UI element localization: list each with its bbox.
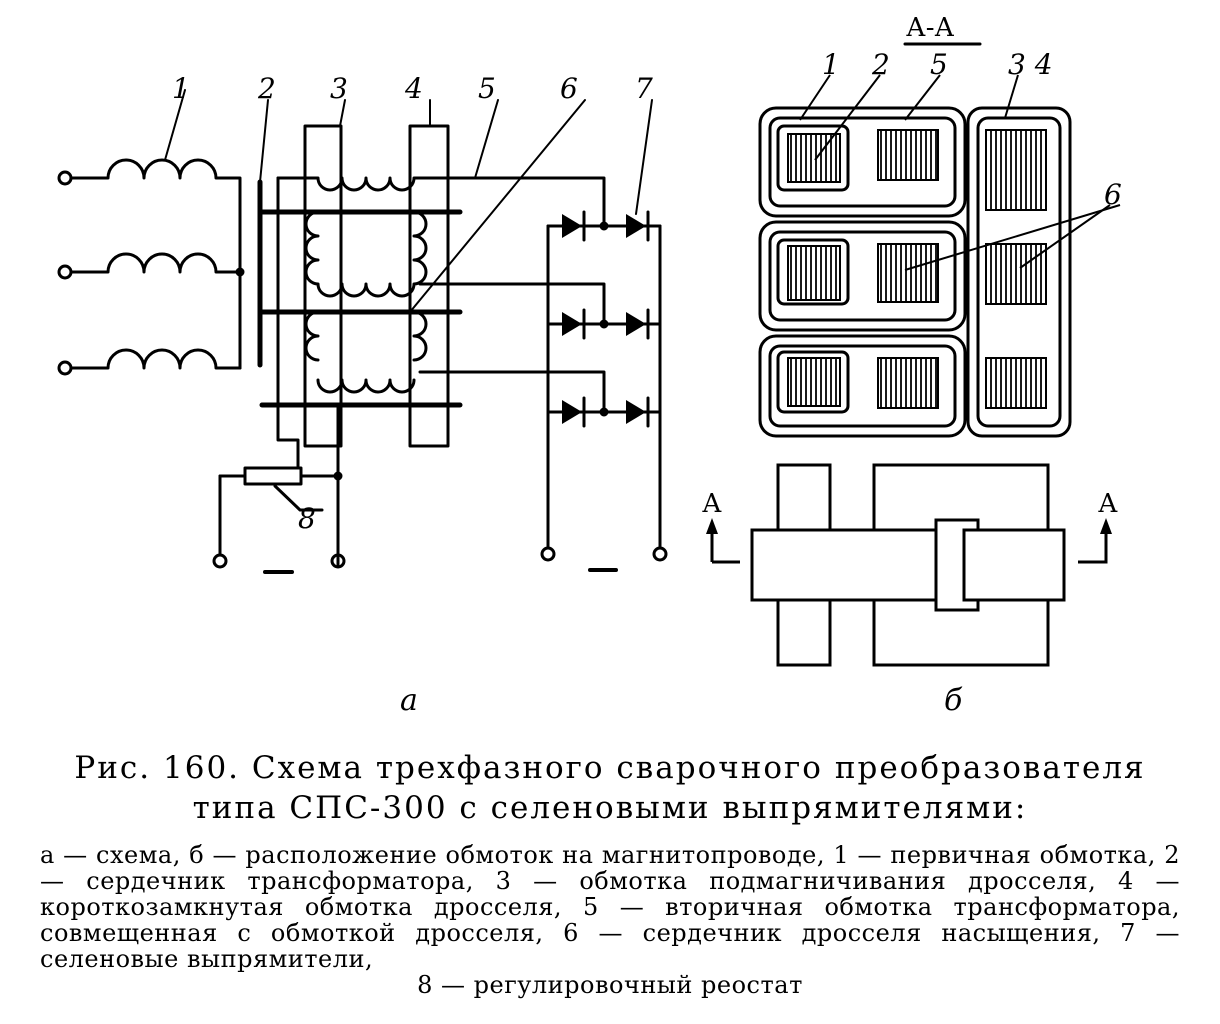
output-terminal-plus[interactable] — [652, 546, 668, 562]
converter-diagram: 1 2 3 4 5 6 7 8 А-А 1 2 5 3 4 6 А А а б — [57, 13, 1122, 718]
caption-legend-main: а — схема, б — расположение обмоток на м… — [40, 841, 1180, 973]
section-mark-right: А — [1098, 489, 1118, 519]
label-1: 1 — [172, 72, 190, 105]
label-2: 2 — [257, 72, 276, 105]
caption-title-line1: Рис. 160. Схема трехфазного сварочного п… — [74, 750, 1146, 786]
choke-core-right — [408, 124, 450, 448]
section-label-1: 1 — [822, 48, 840, 81]
choke-core-left — [303, 124, 343, 448]
caption-title: Рис. 160. Схема трехфазного сварочного п… — [40, 748, 1180, 828]
section-label-5: 5 — [930, 48, 948, 81]
label-3: 3 — [330, 72, 348, 105]
caption-legend: а — схема, б — расположение обмоток на м… — [40, 842, 1180, 998]
section-label-34: 3 4 — [1008, 48, 1053, 81]
caption-legend-last: 8 — регулировочный реостат — [417, 971, 803, 999]
section-title: А-А — [906, 13, 954, 43]
section-mark-left: А — [702, 489, 722, 519]
side-view — [706, 463, 1112, 667]
rheostat[interactable] — [212, 446, 346, 574]
leader-lines — [164, 89, 653, 313]
label-5: 5 — [478, 72, 496, 105]
input-terminal-3[interactable] — [57, 360, 73, 376]
choke-assembly — [259, 124, 606, 567]
section-label-2: 2 — [871, 48, 890, 81]
input-terminal-1[interactable] — [57, 170, 73, 186]
sublabel-a: а — [400, 683, 418, 718]
figure-caption: Рис. 160. Схема трехфазного сварочного п… — [40, 748, 1180, 998]
caption-title-line2: типа СПС-300 с селеновыми выпрямителями: — [192, 790, 1028, 826]
input-terminal-2[interactable] — [57, 264, 73, 280]
primary-coil-1 — [69, 158, 242, 370]
label-8: 8 — [298, 502, 316, 535]
primary-coil-2 — [69, 252, 242, 274]
primary-winding-group — [57, 158, 245, 376]
rectifier-bridge — [540, 210, 668, 572]
section-label-6: 6 — [1104, 178, 1122, 211]
label-4: 4 — [404, 72, 423, 105]
label-7: 7 — [635, 72, 653, 105]
bias-winding-loops — [276, 176, 428, 394]
label-6: 6 — [560, 72, 578, 105]
output-terminal-minus[interactable] — [540, 546, 556, 562]
primary-coil-3 — [69, 348, 242, 370]
sublabel-b: б — [944, 683, 963, 718]
